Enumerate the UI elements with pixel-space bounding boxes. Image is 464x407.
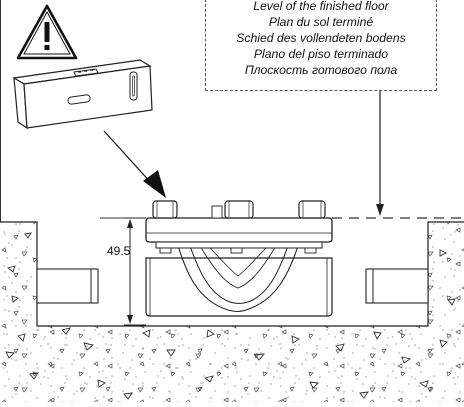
concrete-floor (0, 221, 464, 402)
drain-body (145, 245, 333, 317)
height-dimension (124, 217, 146, 326)
floor-level-arrow (376, 91, 384, 216)
left-pipe-stub (36, 268, 99, 304)
placement-arrow (103, 130, 166, 198)
caption-line-de: Schied des vollendeten bodens (236, 31, 406, 45)
caption-line-ru: Плоскость готового пола (244, 63, 398, 77)
caption-line-en: Level of the finished floor (253, 0, 389, 13)
caption-line-es: Plano del piso terminado (253, 47, 389, 61)
spirit-level-icon (12, 59, 153, 130)
right-pipe-stub (365, 268, 429, 304)
warning-triangle-icon (16, 4, 78, 60)
caption-line-fr: Plan du sol terminé (268, 15, 374, 29)
dimension-label: 49.5 (107, 244, 131, 258)
drain-frame (145, 200, 333, 254)
finished-floor-caption-box: Level of the finished floor Plan du sol … (205, 0, 437, 91)
